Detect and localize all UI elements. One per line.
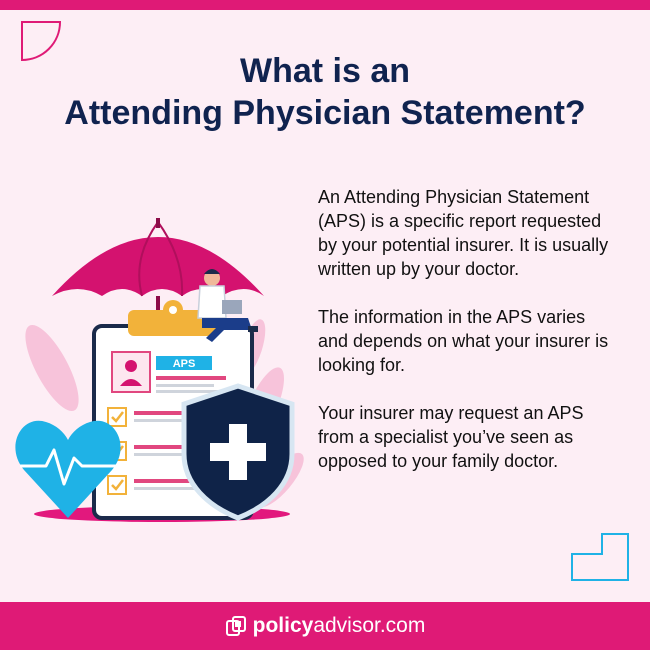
paragraph-1: An Attending Physician Statement (APS) i…: [318, 187, 609, 279]
page-title: What is an Attending Physician Statement…: [0, 50, 650, 134]
brand-link[interactable]: policyadvisor.com: [225, 614, 426, 638]
brand-name-rest: advisor.com: [313, 614, 426, 637]
corner-decoration-top-left: [21, 21, 62, 62]
description-text: An Attending Physician Statement (APS) i…: [318, 185, 618, 497]
paragraph-3: Your insurer may request an APS from a s…: [318, 403, 584, 471]
aps-illustration: APS: [15, 218, 304, 522]
doctor-icon: [197, 269, 258, 342]
policyadvisor-logo-icon: [225, 616, 246, 636]
title-line-1: What is an: [239, 52, 411, 90]
top-accent-bar: [0, 0, 650, 10]
paragraph-2: The information in the APS varies and de…: [318, 307, 609, 375]
footer-bar: policyadvisor.com: [0, 602, 650, 650]
title-line-2: Attending Physician Statement?: [64, 94, 586, 132]
shield-plus-icon: [181, 383, 295, 521]
corner-decoration-bottom-right: [571, 533, 629, 581]
aps-badge: APS: [173, 358, 196, 370]
brand-name-bold: policy: [252, 614, 314, 637]
heart-icon: [15, 420, 121, 518]
